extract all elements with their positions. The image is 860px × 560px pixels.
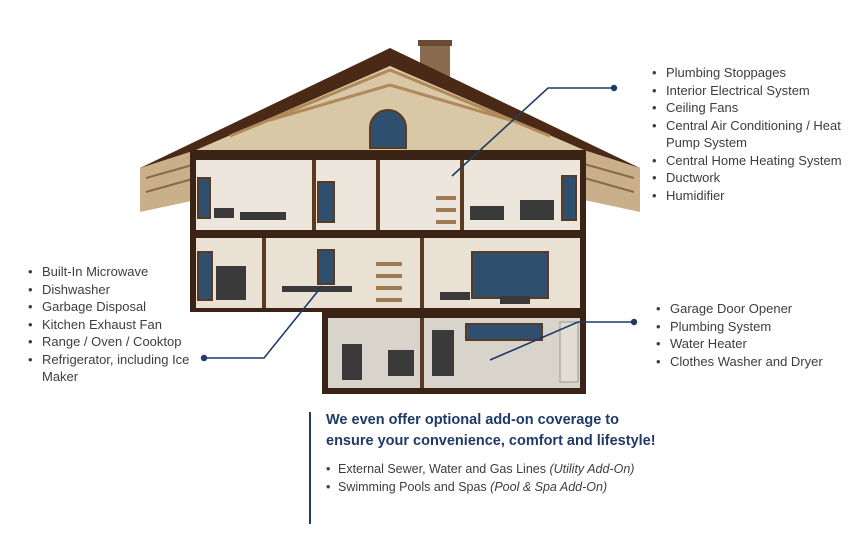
list-item: Swimming Pools and Spas (Pool & Spa Add-… — [326, 478, 746, 496]
list-item: Central Home Heating System — [652, 152, 852, 170]
list-item: Garbage Disposal — [28, 298, 228, 316]
list-item: Interior Electrical System — [652, 82, 852, 100]
list-item: Built-In Microwave — [28, 263, 228, 281]
list-item: Refrigerator, including Ice Maker — [28, 351, 228, 386]
attic-window — [369, 109, 407, 149]
upper-connector-dot — [610, 84, 618, 92]
addon-list: External Sewer, Water and Gas Lines (Uti… — [326, 460, 746, 496]
garage-connector-dot — [630, 318, 638, 326]
attic — [196, 66, 584, 150]
list-item: Plumbing Stoppages — [652, 64, 852, 82]
list-item: Clothes Washer and Dryer — [656, 353, 856, 371]
garage-coverage-list: Garage Door Opener Plumbing System Water… — [656, 300, 856, 370]
garage-connector — [489, 321, 634, 361]
addon-accent-line — [309, 412, 311, 524]
garage-door — [559, 321, 579, 383]
list-item: Kitchen Exhaust Fan — [28, 316, 228, 334]
list-item: Plumbing System — [656, 318, 856, 336]
upper-connector — [451, 87, 614, 177]
list-item: Range / Oven / Cooktop — [28, 333, 228, 351]
kitchen-coverage-list: Built-In Microwave Dishwasher Garbage Di… — [28, 263, 228, 386]
list-item: Garage Door Opener — [656, 300, 856, 318]
upper-floor-coverage-list: Plumbing Stoppages Interior Electrical S… — [652, 64, 852, 204]
list-item: Ceiling Fans — [652, 99, 852, 117]
list-item: Humidifier — [652, 187, 852, 205]
addon-section: We even offer optional add-on coverage t… — [326, 410, 746, 496]
list-item: External Sewer, Water and Gas Lines (Uti… — [326, 460, 746, 478]
addon-heading-line2: ensure your convenience, comfort and lif… — [326, 433, 656, 449]
addon-heading: We even offer optional add-on coverage t… — [326, 410, 746, 452]
list-item: Dishwasher — [28, 281, 228, 299]
list-item: Ductwork — [652, 169, 852, 187]
list-item: Central Air Conditioning / Heat Pump Sys… — [652, 117, 852, 152]
addon-heading-line1: We even offer optional add-on coverage t… — [326, 412, 619, 428]
list-item: Water Heater — [656, 335, 856, 353]
